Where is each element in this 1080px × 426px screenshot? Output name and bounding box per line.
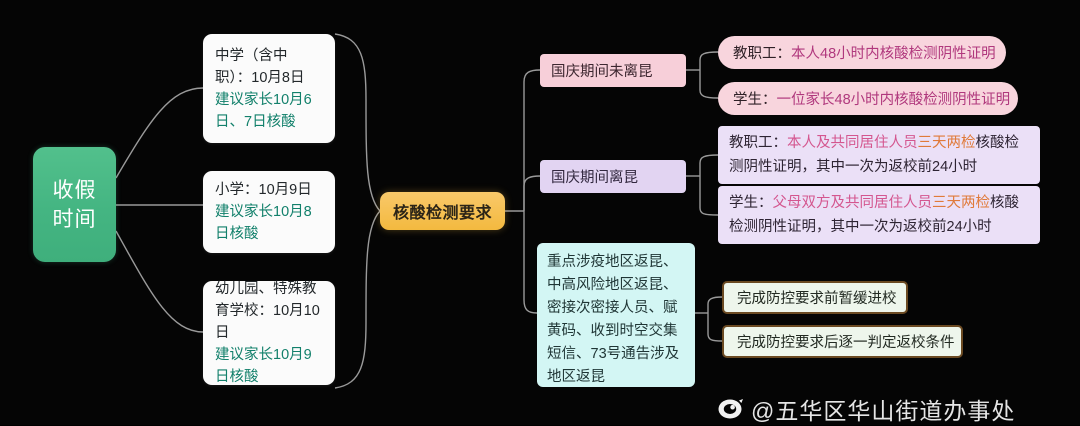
link-cyan-defer [707,296,723,313]
link-center-pink [523,69,541,211]
schedule-hint-text: 建议家长10月8日核酸 [215,204,312,242]
schedule-hint-text: 建议家长10月6日、7日核酸 [215,91,312,130]
link-purple-student [699,176,719,216]
leaf-highlight-text: 三天两检 [917,135,976,151]
category-label: 国庆期间未离昆 [551,64,653,80]
link-root-middle [115,87,204,179]
leaf-highlight-text: 三天两检 [932,195,990,211]
link-brace-top [334,33,381,212]
link-cyan-judge [707,313,723,342]
schedule-node-kindergarten[interactable]: 幼儿园、特殊教育学校：10月10日 建议家长10月9日核酸 [203,281,335,385]
weibo-logo-icon [718,398,744,420]
link-purple-staff [699,154,719,176]
leaf-node-judge-conditions[interactable]: 完成防控要求后逐一判定返校条件 [722,325,963,358]
root-node[interactable]: 收假 时间 [33,147,116,262]
link-root-kinder [115,230,204,333]
center-node-label: 核酸检测要求 [392,205,492,222]
link-center-purple [523,175,541,211]
schedule-main-text: 小学：10月9日 [215,182,312,198]
leaf-node-student-48h[interactable]: 学生：一位家长48小时内核酸检测阴性证明 [718,82,1018,115]
leaf-role-label: 教职工： [729,135,787,151]
watermark: @五华区华山街道办事处 [718,392,1015,426]
leaf-requirement-text: 一位家长48小时内核酸检测阴性证明 [776,92,1011,108]
schedule-node-primary-school[interactable]: 小学：10月9日 建议家长10月8日核酸 [203,171,335,253]
root-label-line1: 收假 [52,178,97,202]
leaf-node-staff-48h[interactable]: 教职工：本人48小时内核酸检测阴性证明 [718,36,1006,69]
leaf-label: 完成防控要求后逐一判定返校条件 [737,335,955,351]
leaf-scope-text: 本人及共同居住人员 [787,135,918,151]
leaf-node-student-three-days-two-tests[interactable]: 学生：父母双方及共同居住人员三天两检核酸检测阴性证明，其中一次为返校前24小时 [718,186,1040,244]
leaf-node-staff-three-days-two-tests[interactable]: 教职工：本人及共同居住人员三天两检核酸检测阴性证明，其中一次为返校前24小时 [718,126,1040,184]
leaf-role-label: 学生： [729,195,773,211]
leaf-requirement-text: 核酸检测阴性证明，其中一次为返校前24小时 [729,135,1019,175]
category-node-risk-area-return[interactable]: 重点涉疫地区返昆、中高风险地区返昆、密接次密接人员、赋黄码、收到时空交集短信、7… [537,243,695,387]
root-label-line2: 时间 [52,207,97,231]
leaf-role-label: 教职工： [733,46,791,62]
category-node-left-kunming[interactable]: 国庆期间离昆 [540,160,686,193]
link-brace-bottom [334,210,381,389]
link-pink-student [699,70,719,99]
leaf-node-defer-entry[interactable]: 完成防控要求前暂缓进校 [722,281,908,314]
schedule-main-text: 幼儿园、特殊教育学校：10月10日 [215,281,320,341]
leaf-scope-text: 父母双方及共同居住人员 [772,195,933,211]
link-pink-staff [699,51,719,70]
category-label: 重点涉疫地区返昆、中高风险地区返昆、密接次密接人员、赋黄码、收到时空交集短信、7… [547,254,680,385]
category-node-not-left-kunming[interactable]: 国庆期间未离昆 [540,54,686,87]
leaf-requirement-text: 核酸检测阴性证明，其中一次为返校前24小时 [729,195,1019,235]
schedule-hint-text: 建议家长10月9日核酸 [215,347,312,385]
category-label: 国庆期间离昆 [551,170,638,186]
center-node-testing-requirements[interactable]: 核酸检测要求 [380,192,505,230]
leaf-role-label: 学生： [733,92,777,108]
schedule-node-middle-school[interactable]: 中学（含中职）：10月8日 建议家长10月6日、7日核酸 [203,34,335,143]
leaf-requirement-text: 本人48小时内核酸检测阴性证明 [791,46,996,62]
link-center-cyan [523,211,538,314]
schedule-main-text: 中学（含中职）：10月8日 [215,47,305,86]
watermark-handle: @五华区华山街道办事处 [751,398,1016,424]
leaf-label: 完成防控要求前暂缓进校 [737,291,897,307]
